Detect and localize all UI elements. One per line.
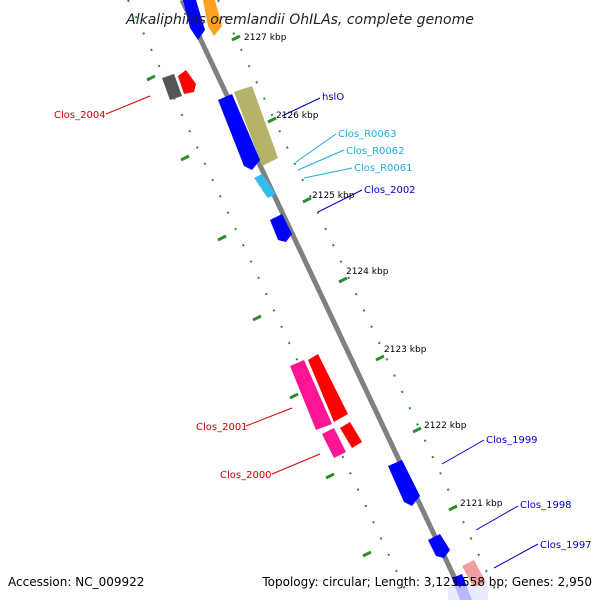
gene-clos-1999[interactable] [388, 460, 420, 506]
gene-labels: Clos_2004 hslO Clos_R0063 Clos_R0062 Clo… [54, 92, 592, 551]
gene-label-clos-1997[interactable]: Clos_1997 [540, 540, 592, 551]
gene-label-clos-r0062[interactable]: Clos_R0062 [346, 146, 405, 157]
gene-clos-2000-reverse[interactable] [340, 422, 362, 448]
scale-label: 2127 kbp [244, 33, 287, 43]
gene-label-clos-2001[interactable]: Clos_2001 [196, 422, 248, 433]
scale-label: 2121 kbp [460, 499, 503, 509]
gene-label-clos-r0063[interactable]: Clos_R0063 [338, 129, 397, 140]
gene-clos-1997-faint [448, 586, 488, 600]
gene-top-forward[interactable] [183, 0, 205, 40]
gene-label-clos-2004[interactable]: Clos_2004 [54, 110, 106, 121]
genome-backbone [179, 0, 468, 600]
scale-label: 2123 kbp [384, 345, 427, 355]
gene-label-clos-1999[interactable]: Clos_1999 [486, 435, 538, 446]
gene-label-clos-2002[interactable]: Clos_2002 [364, 185, 416, 196]
gene-label-hslo[interactable]: hslO [322, 92, 344, 103]
gene-label-clos-r0061[interactable]: Clos_R0061 [354, 163, 413, 174]
gene-clos-2004[interactable] [162, 74, 182, 100]
scale-label: 2124 kbp [346, 267, 389, 277]
rna-clos-r0061[interactable] [262, 186, 276, 198]
gene-clos-1998[interactable] [428, 534, 450, 558]
gene-clos-2001-reverse[interactable] [308, 354, 348, 422]
genome-summary-text: Topology: circular; Length: 3,123,558 bp… [261, 575, 592, 589]
scale-labels: 2127 kbp 2126 kbp 2125 kbp 2124 kbp 2123… [244, 33, 503, 509]
gene-clos-2004-reverse[interactable] [178, 70, 196, 94]
gene-clos-2001[interactable] [290, 360, 332, 430]
gene-clos-2002[interactable] [270, 214, 292, 242]
gene-top-orange[interactable] [203, 0, 222, 36]
map-title: Alkaliphilus oremlandii OhILAs, complete… [125, 12, 474, 28]
gene-label-clos-1998[interactable]: Clos_1998 [520, 500, 572, 511]
scale-label: 2125 kbp [312, 191, 355, 201]
gene-clos-2000[interactable] [322, 428, 346, 458]
tick-track-right [217, 0, 501, 600]
gene-hslo[interactable] [234, 86, 278, 166]
callout-lines [105, 95, 539, 569]
accession-text: Accession: NC_009922 [8, 575, 144, 589]
gene-clos-1997-a[interactable] [462, 560, 486, 588]
scale-label: 2126 kbp [276, 111, 319, 121]
scale-label: 2122 kbp [424, 421, 467, 431]
gene-blue-large[interactable] [218, 94, 260, 170]
major-ticks [146, 34, 458, 558]
gene-label-clos-2000[interactable]: Clos_2000 [220, 470, 272, 481]
